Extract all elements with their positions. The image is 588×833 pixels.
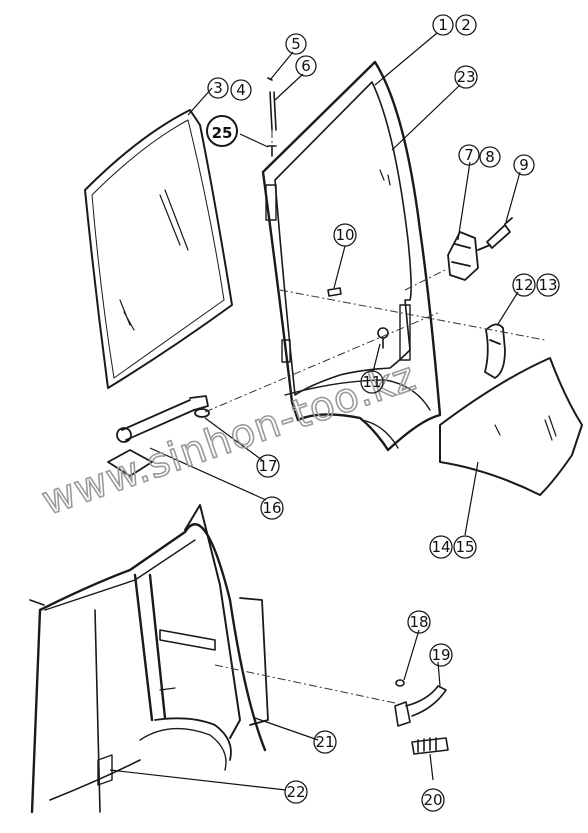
callout-25: 25	[206, 115, 238, 147]
latch-parts	[394, 679, 449, 755]
svg-text:8: 8	[485, 148, 495, 166]
svg-text:19: 19	[431, 646, 450, 664]
callout-4: 4	[230, 79, 252, 101]
callout-20: 20	[421, 788, 445, 812]
pin-part	[267, 77, 277, 157]
glass-panel-part	[84, 109, 233, 389]
svg-text:14: 14	[431, 538, 450, 556]
callout-6: 6	[295, 55, 317, 77]
hinge-bracket-part	[447, 217, 513, 281]
svg-text:21: 21	[315, 733, 334, 751]
svg-text:16: 16	[262, 499, 281, 517]
callout-12: 12	[512, 273, 536, 297]
callout-19: 19	[429, 643, 453, 667]
svg-text:17: 17	[258, 457, 277, 475]
svg-text:11: 11	[362, 373, 381, 391]
bolt-part	[327, 287, 389, 349]
callout-10: 10	[333, 223, 357, 247]
callout-22: 22	[284, 780, 308, 804]
callout-8: 8	[479, 146, 501, 168]
cab-frame-part	[29, 504, 269, 814]
svg-text:9: 9	[519, 156, 529, 174]
callout-1: 1	[432, 14, 454, 36]
svg-text:5: 5	[291, 35, 301, 53]
assembly-lines	[204, 130, 546, 704]
callout-9: 9	[513, 154, 535, 176]
svg-text:12: 12	[514, 276, 533, 294]
svg-text:2: 2	[461, 16, 471, 34]
leader-lines	[109, 32, 521, 791]
gas-strut-part	[107, 395, 210, 477]
svg-text:15: 15	[455, 538, 474, 556]
callout-14: 14	[429, 535, 453, 559]
svg-text:20: 20	[423, 791, 442, 809]
callout-16: 16	[260, 496, 284, 520]
callout-23: 23	[454, 65, 478, 89]
door-handle-part	[484, 323, 506, 379]
callout-18: 18	[407, 610, 431, 634]
callout-17: 17	[256, 454, 280, 478]
callout-3: 3	[207, 77, 229, 99]
svg-text:4: 4	[236, 81, 246, 99]
svg-text:13: 13	[538, 276, 557, 294]
svg-text:7: 7	[464, 146, 474, 164]
svg-text:22: 22	[286, 783, 305, 801]
callout-11: 11	[360, 370, 384, 394]
svg-text:3: 3	[213, 79, 223, 97]
svg-text:25: 25	[212, 124, 233, 142]
callout-5: 5	[285, 33, 307, 55]
svg-text:23: 23	[456, 68, 475, 86]
callout-21: 21	[313, 730, 337, 754]
callout-13: 13	[536, 273, 560, 297]
svg-text:10: 10	[335, 226, 354, 244]
lower-glass-part	[439, 357, 583, 496]
callout-2: 2	[455, 14, 477, 36]
svg-text:6: 6	[301, 57, 311, 75]
svg-text:18: 18	[409, 613, 428, 631]
door-frame-part	[261, 60, 442, 452]
callout-15: 15	[453, 535, 477, 559]
svg-text:1: 1	[438, 16, 448, 34]
callouts: 1 2 3 4 5 6 7 8	[206, 14, 560, 812]
callout-7: 7	[458, 144, 480, 166]
